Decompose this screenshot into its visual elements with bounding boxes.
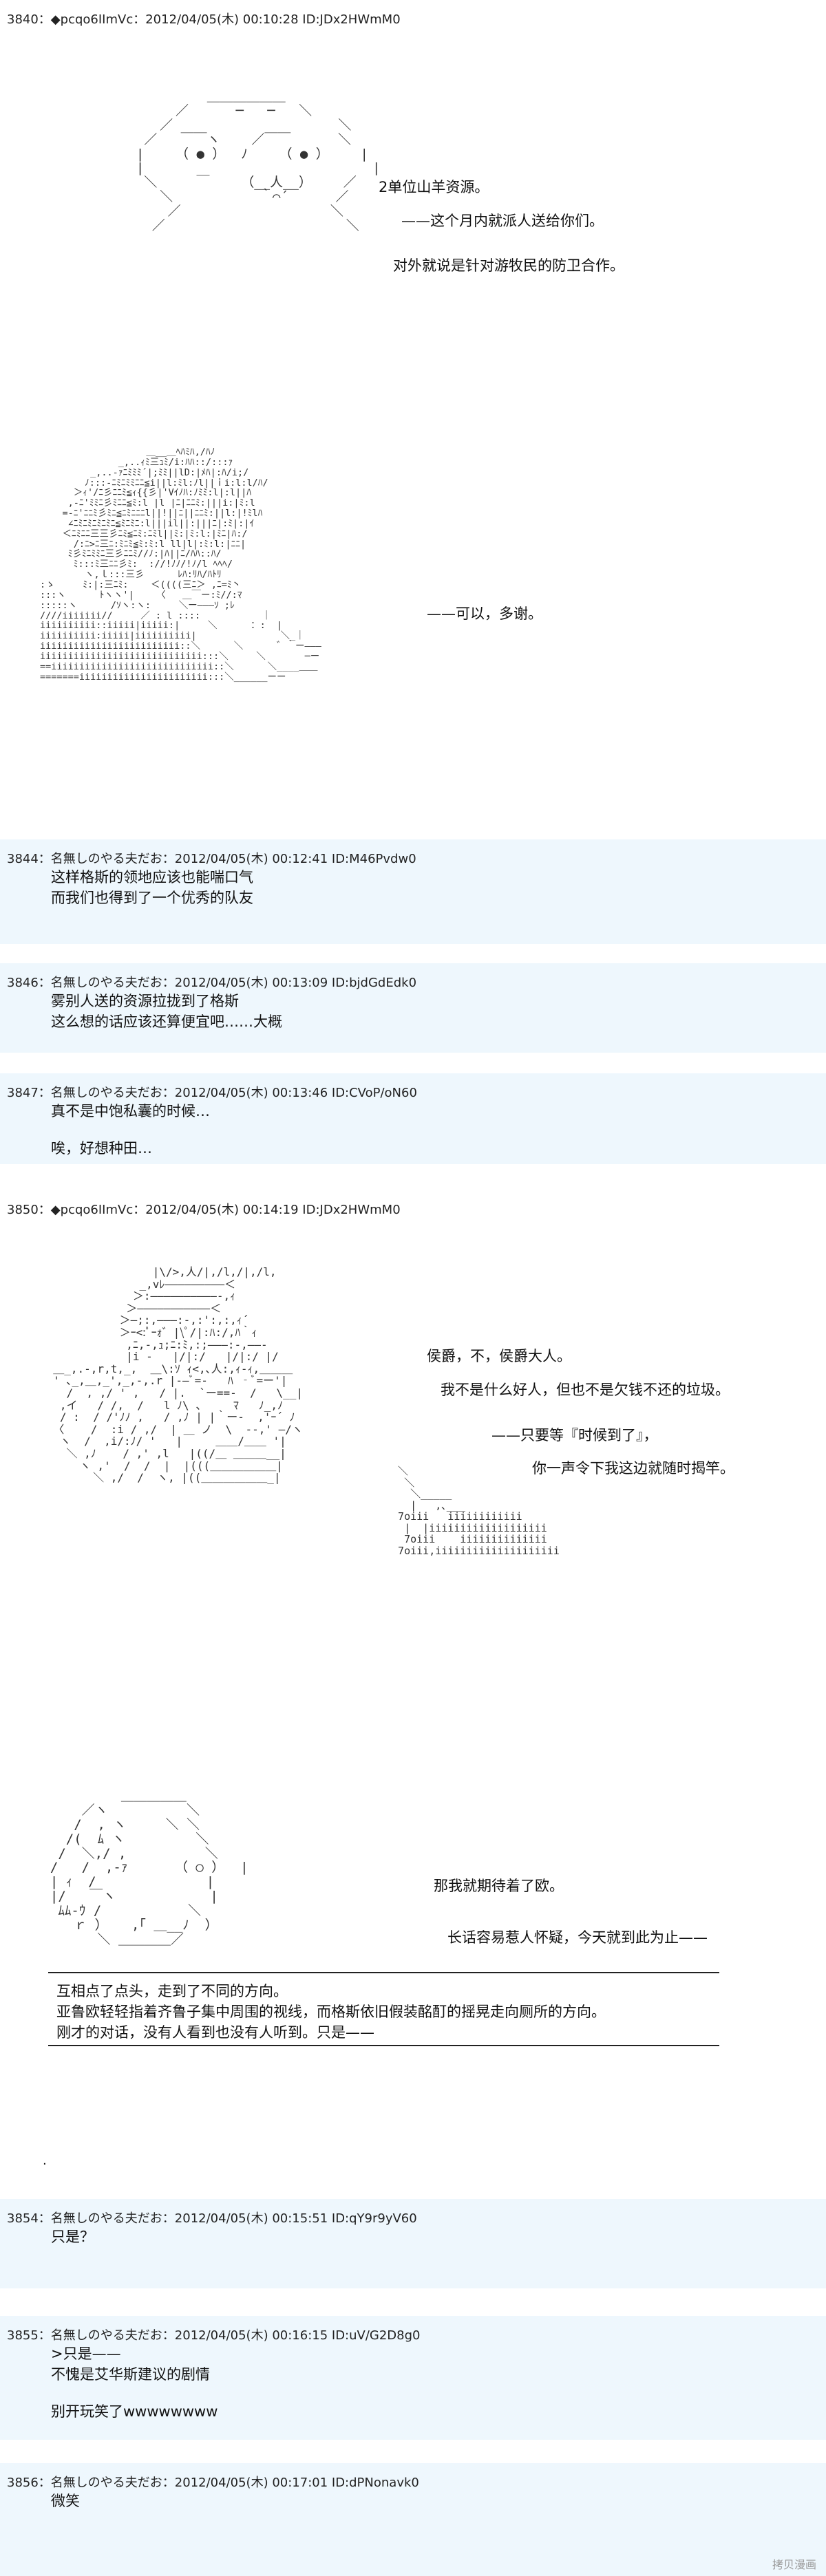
dialogue-line: 你一声令下我这边就随时揭竿。	[532, 1460, 734, 1477]
post-3840: 3840：◆pcqo6IImVc：2012/04/05(木) 00:10:28 …	[0, 0, 826, 839]
dialogue-line: 对外就说是针对游牧民的防卫合作。	[393, 257, 624, 274]
reply-line: 这么想的话应该还算便宜吧……大概	[51, 1013, 282, 1030]
reply-line: 雾别人送的资源拉拢到了格斯	[51, 993, 239, 1009]
reply-line: 微笑	[51, 2493, 80, 2509]
yaruo-ascii-art: ＿＿＿＿＿ ／ヽ ＼ / , ヽ ＼ ＼ /( ﾑ ヽ ＼ / ＼,/ , ＼ …	[50, 1788, 248, 1947]
reply-line: 别开玩笑了wwwwwwww	[51, 2403, 218, 2420]
reply-line: 不愧是艾华斯建议的剧情	[51, 2366, 210, 2383]
dialogue-line: ——这个月内就派人送给你们。	[401, 213, 604, 229]
post-header: 3844：名無しのやる夫だお：2012/04/05(木) 00:12:41 ID…	[7, 852, 416, 866]
guts-ascii-art: ＿__＿ﾍﾊﾐﾊ,/ﾊﾉ _,..ｨﾐ三ｭﾐ/i:ﾊﾊ::/:::ｧ _,..-…	[40, 447, 321, 683]
dialogue-line: 2单位山羊资源。	[379, 179, 489, 195]
reply-line: 只是？	[51, 2229, 94, 2245]
post-3856: 3856：名無しのやる夫だお：2012/04/05(木) 00:17:01 ID…	[0, 2463, 826, 2576]
dialogue-line: ——可以，多谢。	[427, 605, 542, 622]
post-header: 3840：◆pcqo6IImVc：2012/04/05(木) 00:10:28 …	[7, 12, 401, 27]
post-header: 3855：名無しのやる夫だお：2012/04/05(木) 00:16:15 ID…	[7, 2328, 421, 2343]
narration-line: 刚才的对话，没有人看到也没有人听到。只是——	[56, 2024, 374, 2041]
post-3850: 3850：◆pcqo6IImVc：2012/04/05(木) 00:14:19 …	[0, 1190, 826, 2199]
yaruo-ascii-art: ＿＿＿＿＿＿ ／ ─ ─ ＼ ／ ＼ ／ ￣￣ヽ ／￣￣ ＼ | （ ● ） ﾉ…	[136, 89, 381, 234]
dialogue-line: 长话容易惹人怀疑，今天就到此为止——	[447, 1929, 708, 1946]
guts-ascii-art: ＼ ＼ ＼_____ | ,､___ 7oiii iiiiiiiiiiii | …	[398, 1465, 560, 1557]
reply-line: 真不是中饱私囊的时候…	[51, 1103, 210, 1119]
narration-top-rule	[48, 1972, 719, 1973]
reply-line: >只是——	[51, 2346, 121, 2362]
post-3844: 3844：名無しのやる夫だお：2012/04/05(木) 00:12:41 ID…	[0, 839, 826, 944]
dialogue-line: 我不是什么好人，但也不是欠钱不还的垃圾。	[441, 1382, 730, 1398]
guts-ascii-art: |\/>,人/|,/l,/|,/l, _,vﾚ―――――――――＜ ＞:――――…	[53, 1265, 304, 1485]
reply-line: 而我们也得到了一个优秀的队友	[51, 890, 253, 906]
narration-line: 亚鲁欧轻轻指着齐鲁子集中周围的视线，而格斯依旧假装酩酊的摇晃走向厕所的方向。	[56, 2004, 606, 2020]
dialogue-line: ——只要等『时候到了』，	[491, 1427, 658, 1443]
post-header: 3854：名無しのやる夫だお：2012/04/05(木) 00:15:51 ID…	[7, 2211, 417, 2226]
post-header: 3856：名無しのやる夫だお：2012/04/05(木) 00:17:01 ID…	[7, 2476, 419, 2490]
narration-bottom-rule	[48, 2045, 719, 2046]
reply-line: 这样格斯的领地应该也能喘口气	[51, 869, 253, 886]
post-3847: 3847：名無しのやる夫だお：2012/04/05(木) 00:13:46 ID…	[0, 1073, 826, 1164]
dialogue-line: 那我就期待着了欧。	[434, 1878, 564, 1894]
watermark-text: 拷贝漫画	[772, 2558, 816, 2571]
dot-mark: .	[43, 2154, 47, 2168]
post-3854: 3854：名無しのやる夫だお：2012/04/05(木) 00:15:51 ID…	[0, 2199, 826, 2288]
post-3855: 3855：名無しのやる夫だお：2012/04/05(木) 00:16:15 ID…	[0, 2316, 826, 2440]
post-3846: 3846：名無しのやる夫だお：2012/04/05(木) 00:13:09 ID…	[0, 963, 826, 1053]
reply-line: 唉，好想种田…	[51, 1140, 152, 1157]
post-header: 3847：名無しのやる夫だお：2012/04/05(木) 00:13:46 ID…	[7, 1086, 417, 1100]
narration-line: 互相点了点头，走到了不同的方向。	[56, 1983, 288, 1999]
dialogue-line: 侯爵，不，侯爵大人。	[427, 1348, 571, 1364]
post-header: 3850：◆pcqo6IImVc：2012/04/05(木) 00:14:19 …	[7, 1203, 401, 1217]
post-header: 3846：名無しのやる夫だお：2012/04/05(木) 00:13:09 ID…	[7, 976, 417, 990]
